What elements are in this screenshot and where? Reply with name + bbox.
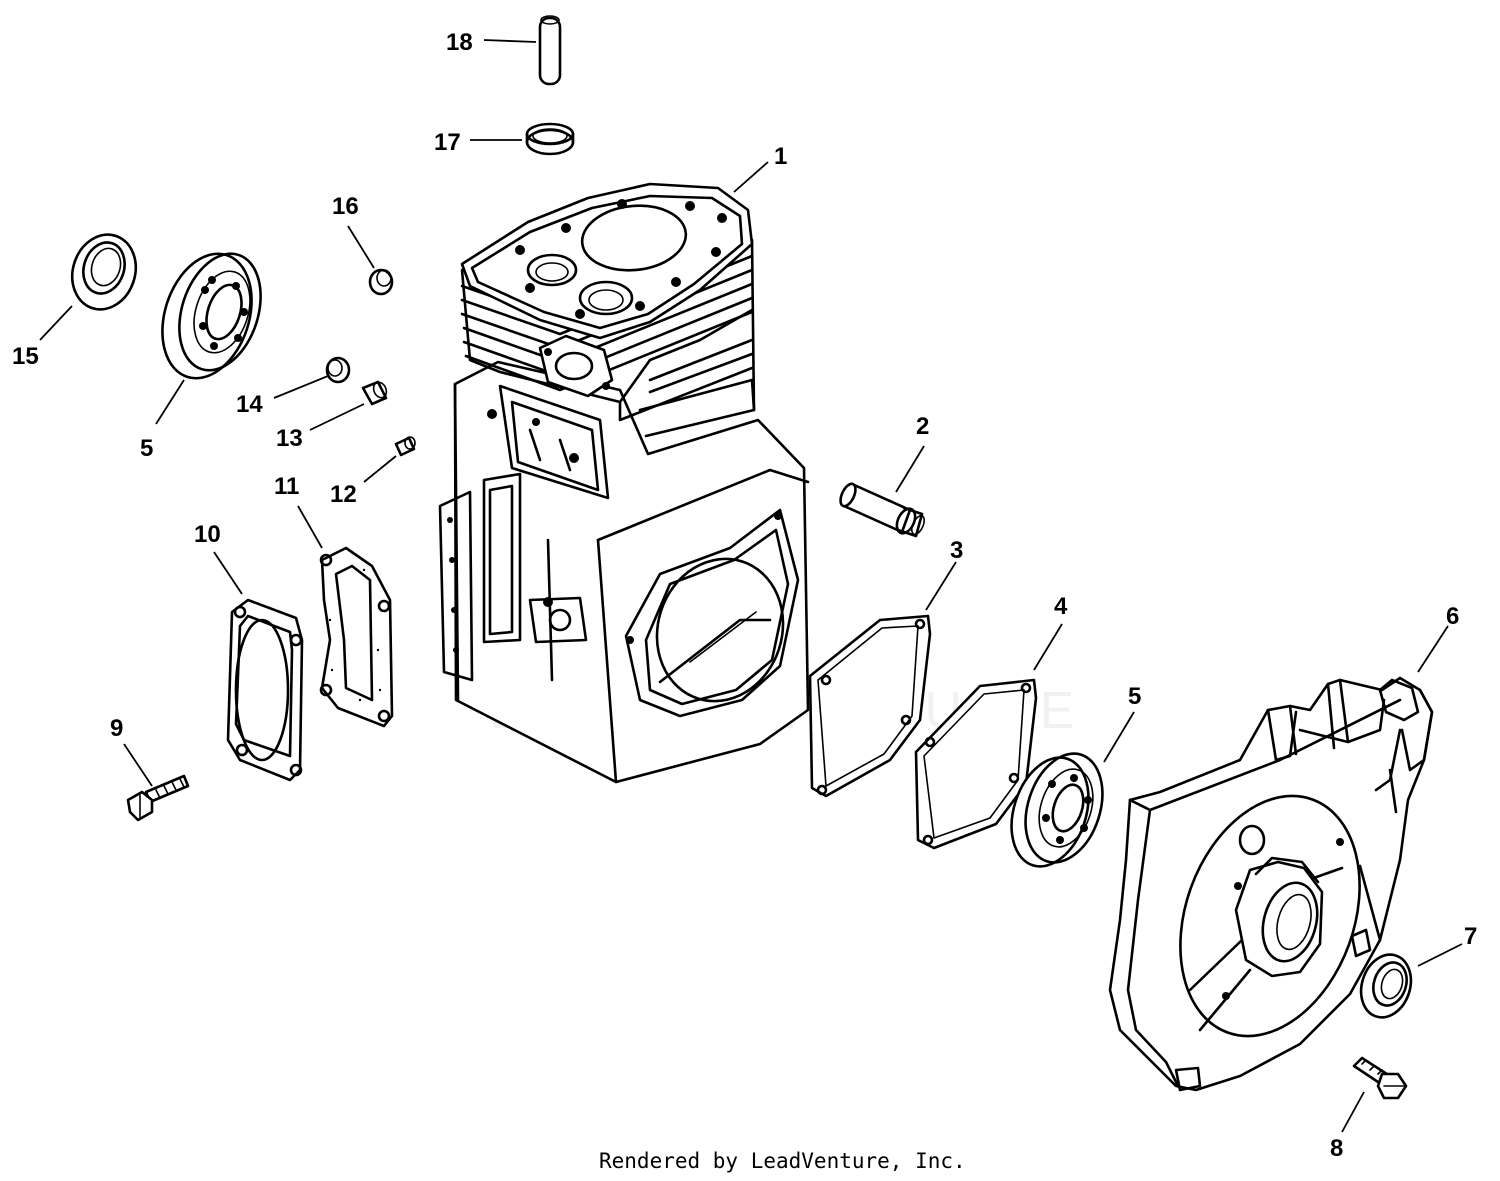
callout-15: 15 xyxy=(12,343,39,370)
part-6-closure-plate[interactable] xyxy=(1108,676,1434,1092)
part-14-cap[interactable] xyxy=(325,356,351,384)
part-8-bolt[interactable] xyxy=(1352,1056,1408,1100)
callout-2: 2 xyxy=(916,413,929,440)
callout-13: 13 xyxy=(276,425,303,452)
callout-5-left: 5 xyxy=(140,435,153,462)
part-17-seal-ring[interactable] xyxy=(525,122,575,156)
footer-credit: Rendered by LeadVenture, Inc. xyxy=(599,1149,966,1173)
callout-18: 18 xyxy=(446,29,473,56)
part-9-bolt[interactable] xyxy=(126,774,190,822)
callout-14: 14 xyxy=(236,391,263,418)
part-7-oil-seal[interactable] xyxy=(1353,948,1418,1024)
part-13-dowel-pin[interactable] xyxy=(361,380,389,406)
part-2-sleeve[interactable] xyxy=(837,482,926,538)
callout-11: 11 xyxy=(274,473,299,500)
part-3-gasket[interactable] xyxy=(808,614,932,798)
callout-6: 6 xyxy=(1446,603,1459,630)
part-1-cylinder-block[interactable] xyxy=(438,182,810,784)
part-16-plug[interactable] xyxy=(368,268,394,296)
part-5-ball-bearing-left[interactable] xyxy=(147,242,274,390)
callout-5-right: 5 xyxy=(1128,683,1141,710)
callout-8: 8 xyxy=(1330,1135,1343,1162)
callout-3: 3 xyxy=(950,537,963,564)
part-15-oil-seal[interactable] xyxy=(63,226,145,317)
callout-12: 12 xyxy=(330,481,357,508)
callout-9: 9 xyxy=(110,715,123,742)
callout-10: 10 xyxy=(194,521,221,548)
part-10-breather-cover[interactable] xyxy=(226,598,304,782)
callout-16: 16 xyxy=(332,193,359,220)
callout-7: 7 xyxy=(1464,923,1477,950)
part-4-gasket[interactable] xyxy=(914,678,1038,850)
leader-lines xyxy=(39,39,1463,1133)
callout-1: 1 xyxy=(774,143,787,170)
part-18-pin[interactable] xyxy=(538,15,562,86)
part-11-gasket[interactable] xyxy=(319,546,394,728)
callout-4: 4 xyxy=(1054,593,1068,620)
part-5-ball-bearing-right[interactable] xyxy=(998,744,1115,877)
part-12-dowel[interactable] xyxy=(394,436,416,457)
callout-17: 17 xyxy=(434,129,461,156)
callout-labels: 18 17 1 16 15 14 13 5 11 12 10 9 2 3 4 5… xyxy=(12,29,1477,1162)
